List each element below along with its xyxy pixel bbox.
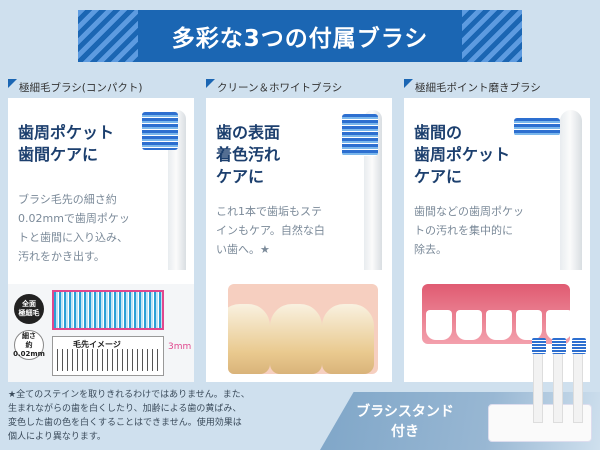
hair-tip-label: 毛先イメージ [73,340,121,349]
mouth-image [422,284,570,344]
stand-brush-3 [572,338,586,423]
stand-brush-1 [532,338,546,423]
card-label-text: 極細毛ポイント磨きブラシ [415,81,541,94]
card-label-compact: 極細毛ブラシ(コンパクト) [8,78,142,96]
bristle-detail-figure: 全面 極細毛 細さ 約0.02mm 毛先イメージ 3mm [8,284,194,382]
tooth-shape [546,310,570,340]
label-corner-icon [404,79,413,88]
fine-bristle-badge: 全面 極細毛 [14,294,44,324]
brush-stand-image [488,338,592,442]
tooth-shape [456,310,482,340]
disclaimer-footnote: ★全てのステインを取りきれるわけではありません。また、 生まれながらの歯を白くし… [8,390,250,442]
stand-brush-head [532,338,546,354]
card-heading: 歯周ポケット 歯間ケアに [18,123,115,164]
bristles-image [142,112,178,150]
hair-tip-wave [57,349,161,371]
card-point-brush: 歯間の 歯周ポケット ケアに 歯間などの歯周ポケッ トの汚れを集中的に 除去。 [404,98,590,382]
stand-brush-2 [552,338,566,423]
banner-title: 多彩な3つの付属ブラシ [171,26,429,52]
card-heading: 歯間の 歯周ポケット ケアに [414,123,511,186]
card-description: ブラシ毛先の細さ約 0.02mmで歯周ポケッ トと歯間に入り込み、 汚れをかき出… [18,193,130,263]
header-banner: 多彩な3つの付属ブラシ [78,10,522,62]
label-corner-icon [206,79,215,88]
hair-tip-illustration: 毛先イメージ [52,336,164,376]
card-compact-brush: 歯周ポケット 歯間ケアに ブラシ毛先の細さ約 0.02mmで歯周ポケッ トと歯間… [8,98,194,382]
tooth-shape [516,310,542,340]
toothbrush-image [560,110,582,270]
teeth-image [228,284,378,374]
label-corner-icon [8,79,17,88]
card-description: これ1本で歯垢もステ インもケア。自然な白 い歯へ。★ [216,205,325,256]
card-label-text: 極細毛ブラシ(コンパクト) [19,81,143,94]
card-heading: 歯の表面 着色汚れ ケアに [216,123,281,186]
bristles-image [514,118,560,136]
card-clean-white-brush: 歯の表面 着色汚れ ケアに これ1本で歯垢もステ インもケア。自然な白 い歯へ。… [206,98,392,382]
card-label-text: クリーン＆ホワイトブラシ [217,81,343,94]
banner-stripes-right [462,10,522,62]
tooth-shape [322,304,374,374]
thickness-badge: 細さ 約0.02mm [13,330,45,360]
measure-label: 3mm [168,342,192,352]
tooth-shape [228,304,270,374]
toothbrush-image [168,110,186,270]
card-description: 歯間などの歯周ポケッ トの汚れを集中的に 除去。 [414,205,524,256]
stand-brush-head [552,338,566,354]
stand-title: ブラシスタンド 付き [356,404,454,440]
card-label-point: 極細毛ポイント磨きブラシ [404,78,541,96]
tooth-shape [486,310,512,340]
stand-brush-head [572,338,586,354]
card-label-clean-white: クリーン＆ホワイトブラシ [206,78,342,96]
bristles-image [342,114,378,156]
banner-stripes-left [78,10,138,62]
tooth-shape [270,304,322,374]
tooth-shape [426,310,452,340]
bristle-closeup-image [52,290,164,330]
